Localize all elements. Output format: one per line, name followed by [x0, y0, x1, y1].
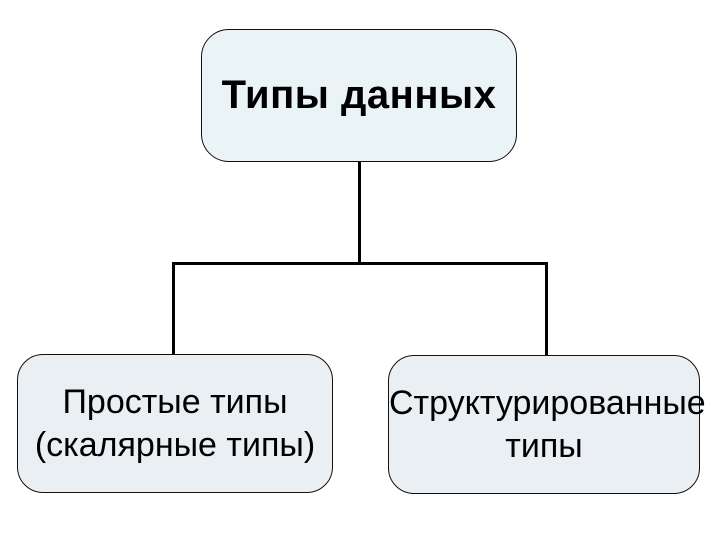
node-data-types-label: Типы данных — [221, 73, 497, 117]
node-data-types: Типы данных — [201, 29, 517, 162]
node-simple-types-line2: (скалярные типы) — [34, 425, 316, 464]
node-structured-types-label: Структурированные типы — [389, 382, 706, 468]
connector-right-vertical — [545, 262, 548, 356]
node-simple-types-label: Простые типы (скалярные типы) — [18, 381, 332, 467]
connector-horizontal-rail — [172, 262, 548, 265]
node-structured-types-line2: типы — [505, 426, 583, 465]
connector-left-vertical — [172, 262, 175, 355]
node-structured-types: Структурированные типы — [388, 355, 706, 494]
node-simple-types-line1: Простые типы — [62, 382, 288, 421]
node-structured-types-line1: Структурированные — [389, 383, 706, 422]
connector-root-vertical — [358, 161, 361, 264]
node-simple-types: Простые типы (скалярные типы) — [17, 354, 333, 493]
